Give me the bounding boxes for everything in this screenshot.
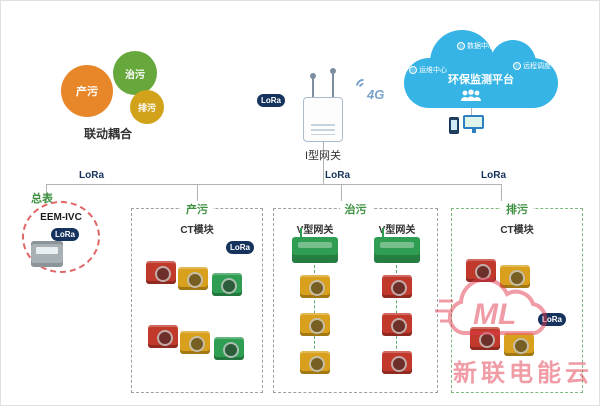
ct-module-yellow: [500, 265, 530, 288]
drop-line-zhiwu: [341, 184, 342, 208]
lora-badge: LoRa: [226, 241, 254, 254]
cloud-shape: [404, 30, 558, 108]
bus-line: [46, 184, 501, 185]
bus-lora-center: LoRa: [325, 170, 350, 181]
v-gateway-device: [292, 228, 338, 263]
drop-line-chanwu: [197, 184, 198, 208]
gear-label: 治污: [125, 69, 145, 81]
drop-line-meter: [46, 184, 47, 201]
ct-module-label: CT模块: [500, 225, 534, 236]
ct-module-yellow: [300, 275, 330, 298]
vgateway-label: V型网关: [378, 225, 416, 236]
ct-module-yellow: [300, 351, 330, 374]
ct-module-red: [146, 261, 176, 284]
gateway-drop-line: [323, 142, 324, 184]
ct-module-red: [148, 325, 178, 348]
node-label: 运维中心: [419, 67, 447, 74]
gear-label: 产污: [76, 86, 98, 98]
bus-lora-right: LoRa: [481, 170, 506, 181]
zone-zhiwu: 治污 V型网关 V型网关: [273, 201, 438, 393]
ct-module-green: [212, 273, 242, 296]
ct-module-yellow: [504, 333, 534, 356]
ct-module-red: [382, 351, 412, 374]
ct-module-red: [382, 275, 412, 298]
vgateway-label: V型网关: [296, 225, 334, 236]
lora-badge: LoRa: [257, 94, 285, 107]
users-icon: [461, 89, 481, 101]
ct-module-yellow: [300, 313, 330, 336]
ct-module-red: [470, 327, 500, 350]
cloud-node-datacenter: 数据中心: [457, 41, 495, 51]
cloud-node-operations: 运维中心: [409, 65, 447, 75]
zone-paiwu: 排污 CT模块 LoRa: [451, 201, 583, 393]
node-icon: [513, 62, 521, 70]
network-4g-badge: 4G: [367, 87, 385, 102]
gears-caption: 联动耦合: [83, 127, 132, 141]
ct-module-red: [382, 313, 412, 336]
node-icon: [457, 42, 465, 50]
zone-chanwu: 产污 CT模块 LoRa: [131, 201, 263, 393]
monitor-icon: [463, 115, 484, 133]
meter-name: EEM-IVC: [40, 212, 82, 223]
phone-icon: [449, 117, 459, 134]
node-label: 数据中心: [467, 43, 495, 50]
ct-module-yellow: [178, 267, 208, 290]
gear-label: 排污: [137, 102, 156, 113]
antenna-icon: [330, 68, 336, 97]
zone-title: 排污: [501, 201, 533, 217]
cloud-node-dispatch: 远程调度中心: [513, 61, 565, 71]
gear-treatment: 治污: [107, 45, 163, 101]
node-label: 远程调度中心: [523, 63, 565, 70]
type1-gateway-device: [303, 97, 343, 142]
cloud-device-line: [471, 108, 472, 116]
type1-gateway-label: I型网关: [304, 150, 342, 162]
zone-title: 治污: [339, 201, 372, 217]
bus-lora-left: LoRa: [79, 170, 104, 181]
gateway-grill: [311, 124, 335, 135]
ct-module-yellow: [180, 331, 210, 354]
gear-discharge: 排污: [124, 84, 170, 130]
node-icon: [409, 66, 417, 74]
ct-module-green: [214, 337, 244, 360]
lora-badge: LoRa: [51, 228, 79, 241]
meter-dashed-circle: [22, 201, 100, 273]
v-gateway-device: [374, 228, 420, 263]
ct-module-red: [466, 259, 496, 282]
zone-title: 产污: [181, 201, 213, 217]
gear-production-pollution: 产污: [55, 59, 119, 123]
drop-line-paiwu: [501, 184, 502, 208]
energy-meter-icon: [31, 241, 63, 267]
lora-badge: LoRa: [538, 313, 566, 326]
cloud-platform-title: 环保监测平台: [448, 74, 514, 86]
ct-module-label: CT模块: [180, 225, 214, 236]
antenna-icon: [310, 73, 316, 97]
